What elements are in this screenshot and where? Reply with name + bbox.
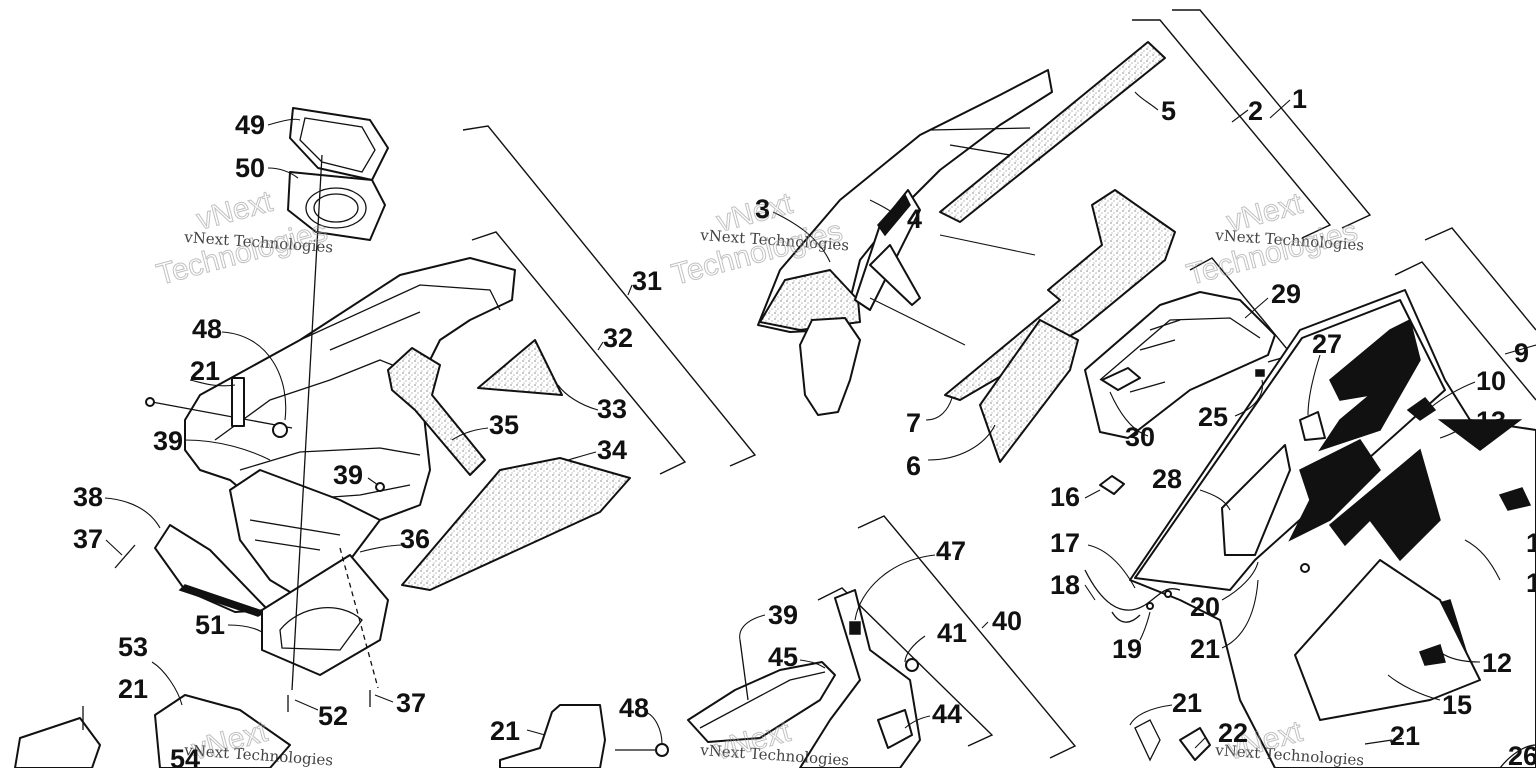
wiring bbox=[1084, 475, 1181, 623]
callout-21: 21 bbox=[118, 674, 148, 704]
callout-21: 21 bbox=[1172, 688, 1202, 718]
switch-16 bbox=[1099, 475, 1125, 495]
callout-33: 33 bbox=[597, 394, 627, 424]
callout-32: 32 bbox=[603, 323, 633, 353]
watermarks: vNext Technologies vNext Technologies vN… bbox=[153, 184, 1365, 768]
left-assembly bbox=[14, 107, 631, 768]
callout-37: 37 bbox=[396, 688, 426, 718]
callout-26: 26 bbox=[1508, 741, 1536, 768]
trim-45 bbox=[687, 661, 836, 743]
foam-33 bbox=[477, 339, 563, 396]
watermark-big-2: Technologies bbox=[153, 215, 331, 292]
mesh-28 bbox=[1221, 444, 1291, 556]
watermark-big-1: vNext bbox=[193, 185, 276, 237]
callout-18: 18 bbox=[1050, 570, 1080, 600]
callout-35: 35 bbox=[489, 410, 519, 440]
callout-9: 9 bbox=[1514, 338, 1529, 368]
callout-21: 21 bbox=[190, 356, 220, 386]
part-54 bbox=[14, 717, 101, 768]
callout-5: 5 bbox=[1161, 96, 1176, 126]
callout-1: 1 bbox=[1292, 84, 1307, 114]
callout-31: 31 bbox=[632, 266, 662, 296]
foam-6 bbox=[979, 319, 1079, 463]
callout-36: 36 bbox=[400, 524, 430, 554]
callout-17: 17 bbox=[1050, 528, 1080, 558]
bottom-center-assembly bbox=[499, 589, 921, 768]
callout-47: 47 bbox=[936, 536, 966, 566]
callout-48: 48 bbox=[192, 314, 222, 344]
panel-15 bbox=[1294, 559, 1481, 721]
foam-35 bbox=[387, 347, 486, 476]
foam-5 bbox=[939, 41, 1166, 223]
callout-52: 52 bbox=[318, 701, 348, 731]
callout-12: 12 bbox=[1482, 648, 1512, 678]
callout-21: 21 bbox=[1390, 721, 1420, 751]
callout-30: 30 bbox=[1125, 422, 1155, 452]
nose-assembly bbox=[757, 41, 1176, 463]
console-29 bbox=[1084, 291, 1276, 439]
callout-53: 53 bbox=[118, 632, 148, 662]
callout-45: 45 bbox=[768, 642, 798, 672]
callout-22: 22 bbox=[1218, 718, 1248, 748]
right-hood-assembly bbox=[1129, 289, 1536, 768]
callout-27: 27 bbox=[1312, 329, 1342, 359]
callout-20: 20 bbox=[1190, 592, 1220, 622]
callout-16: 16 bbox=[1050, 482, 1080, 512]
callout-39: 39 bbox=[153, 426, 183, 456]
callout-49: 49 bbox=[235, 110, 265, 140]
callout-2: 2 bbox=[1248, 96, 1263, 126]
callout-54: 54 bbox=[170, 744, 200, 768]
callout-4: 4 bbox=[907, 204, 922, 234]
callout-48: 48 bbox=[619, 693, 649, 723]
callout-29: 29 bbox=[1271, 279, 1301, 309]
flange-50 bbox=[287, 171, 386, 241]
bottom-right-parts bbox=[1134, 719, 1536, 768]
foam-34 bbox=[401, 457, 631, 591]
callout-21: 21 bbox=[1190, 634, 1220, 664]
callout-11: 1 bbox=[1526, 528, 1536, 558]
callout-13: 13 bbox=[1476, 406, 1506, 436]
callout-41: 41 bbox=[937, 618, 967, 648]
callout-3: 3 bbox=[755, 194, 770, 224]
plate-51 bbox=[261, 554, 389, 676]
callout-50: 50 bbox=[235, 153, 265, 183]
callout-39: 39 bbox=[768, 600, 798, 630]
nose-piece bbox=[799, 317, 861, 416]
callout-28: 28 bbox=[1152, 464, 1182, 494]
callout-25: 25 bbox=[1198, 402, 1228, 432]
leader-lines bbox=[104, 91, 1536, 749]
callout-10: 10 bbox=[1476, 366, 1506, 396]
callout-19: 19 bbox=[1112, 634, 1142, 664]
callout-7: 7 bbox=[906, 408, 921, 438]
callout-34: 34 bbox=[597, 435, 627, 465]
callout-labels: 1 2 3 4 5 6 7 9 10 1 12 13 1 15 16 17 18… bbox=[73, 84, 1536, 768]
callout-6: 6 bbox=[906, 451, 921, 481]
bracket-21 bbox=[499, 704, 606, 768]
callout-15: 15 bbox=[1442, 690, 1472, 720]
callout-44: 44 bbox=[932, 699, 962, 729]
callout-14: 1 bbox=[1526, 568, 1536, 598]
callout-39: 39 bbox=[333, 460, 363, 490]
callout-51: 51 bbox=[195, 610, 225, 640]
callout-21: 21 bbox=[490, 716, 520, 746]
callout-40: 40 bbox=[992, 606, 1022, 636]
trim-53 bbox=[154, 694, 291, 768]
callout-37: 37 bbox=[73, 524, 103, 554]
callout-38: 38 bbox=[73, 482, 103, 512]
console-assembly bbox=[1084, 291, 1276, 439]
